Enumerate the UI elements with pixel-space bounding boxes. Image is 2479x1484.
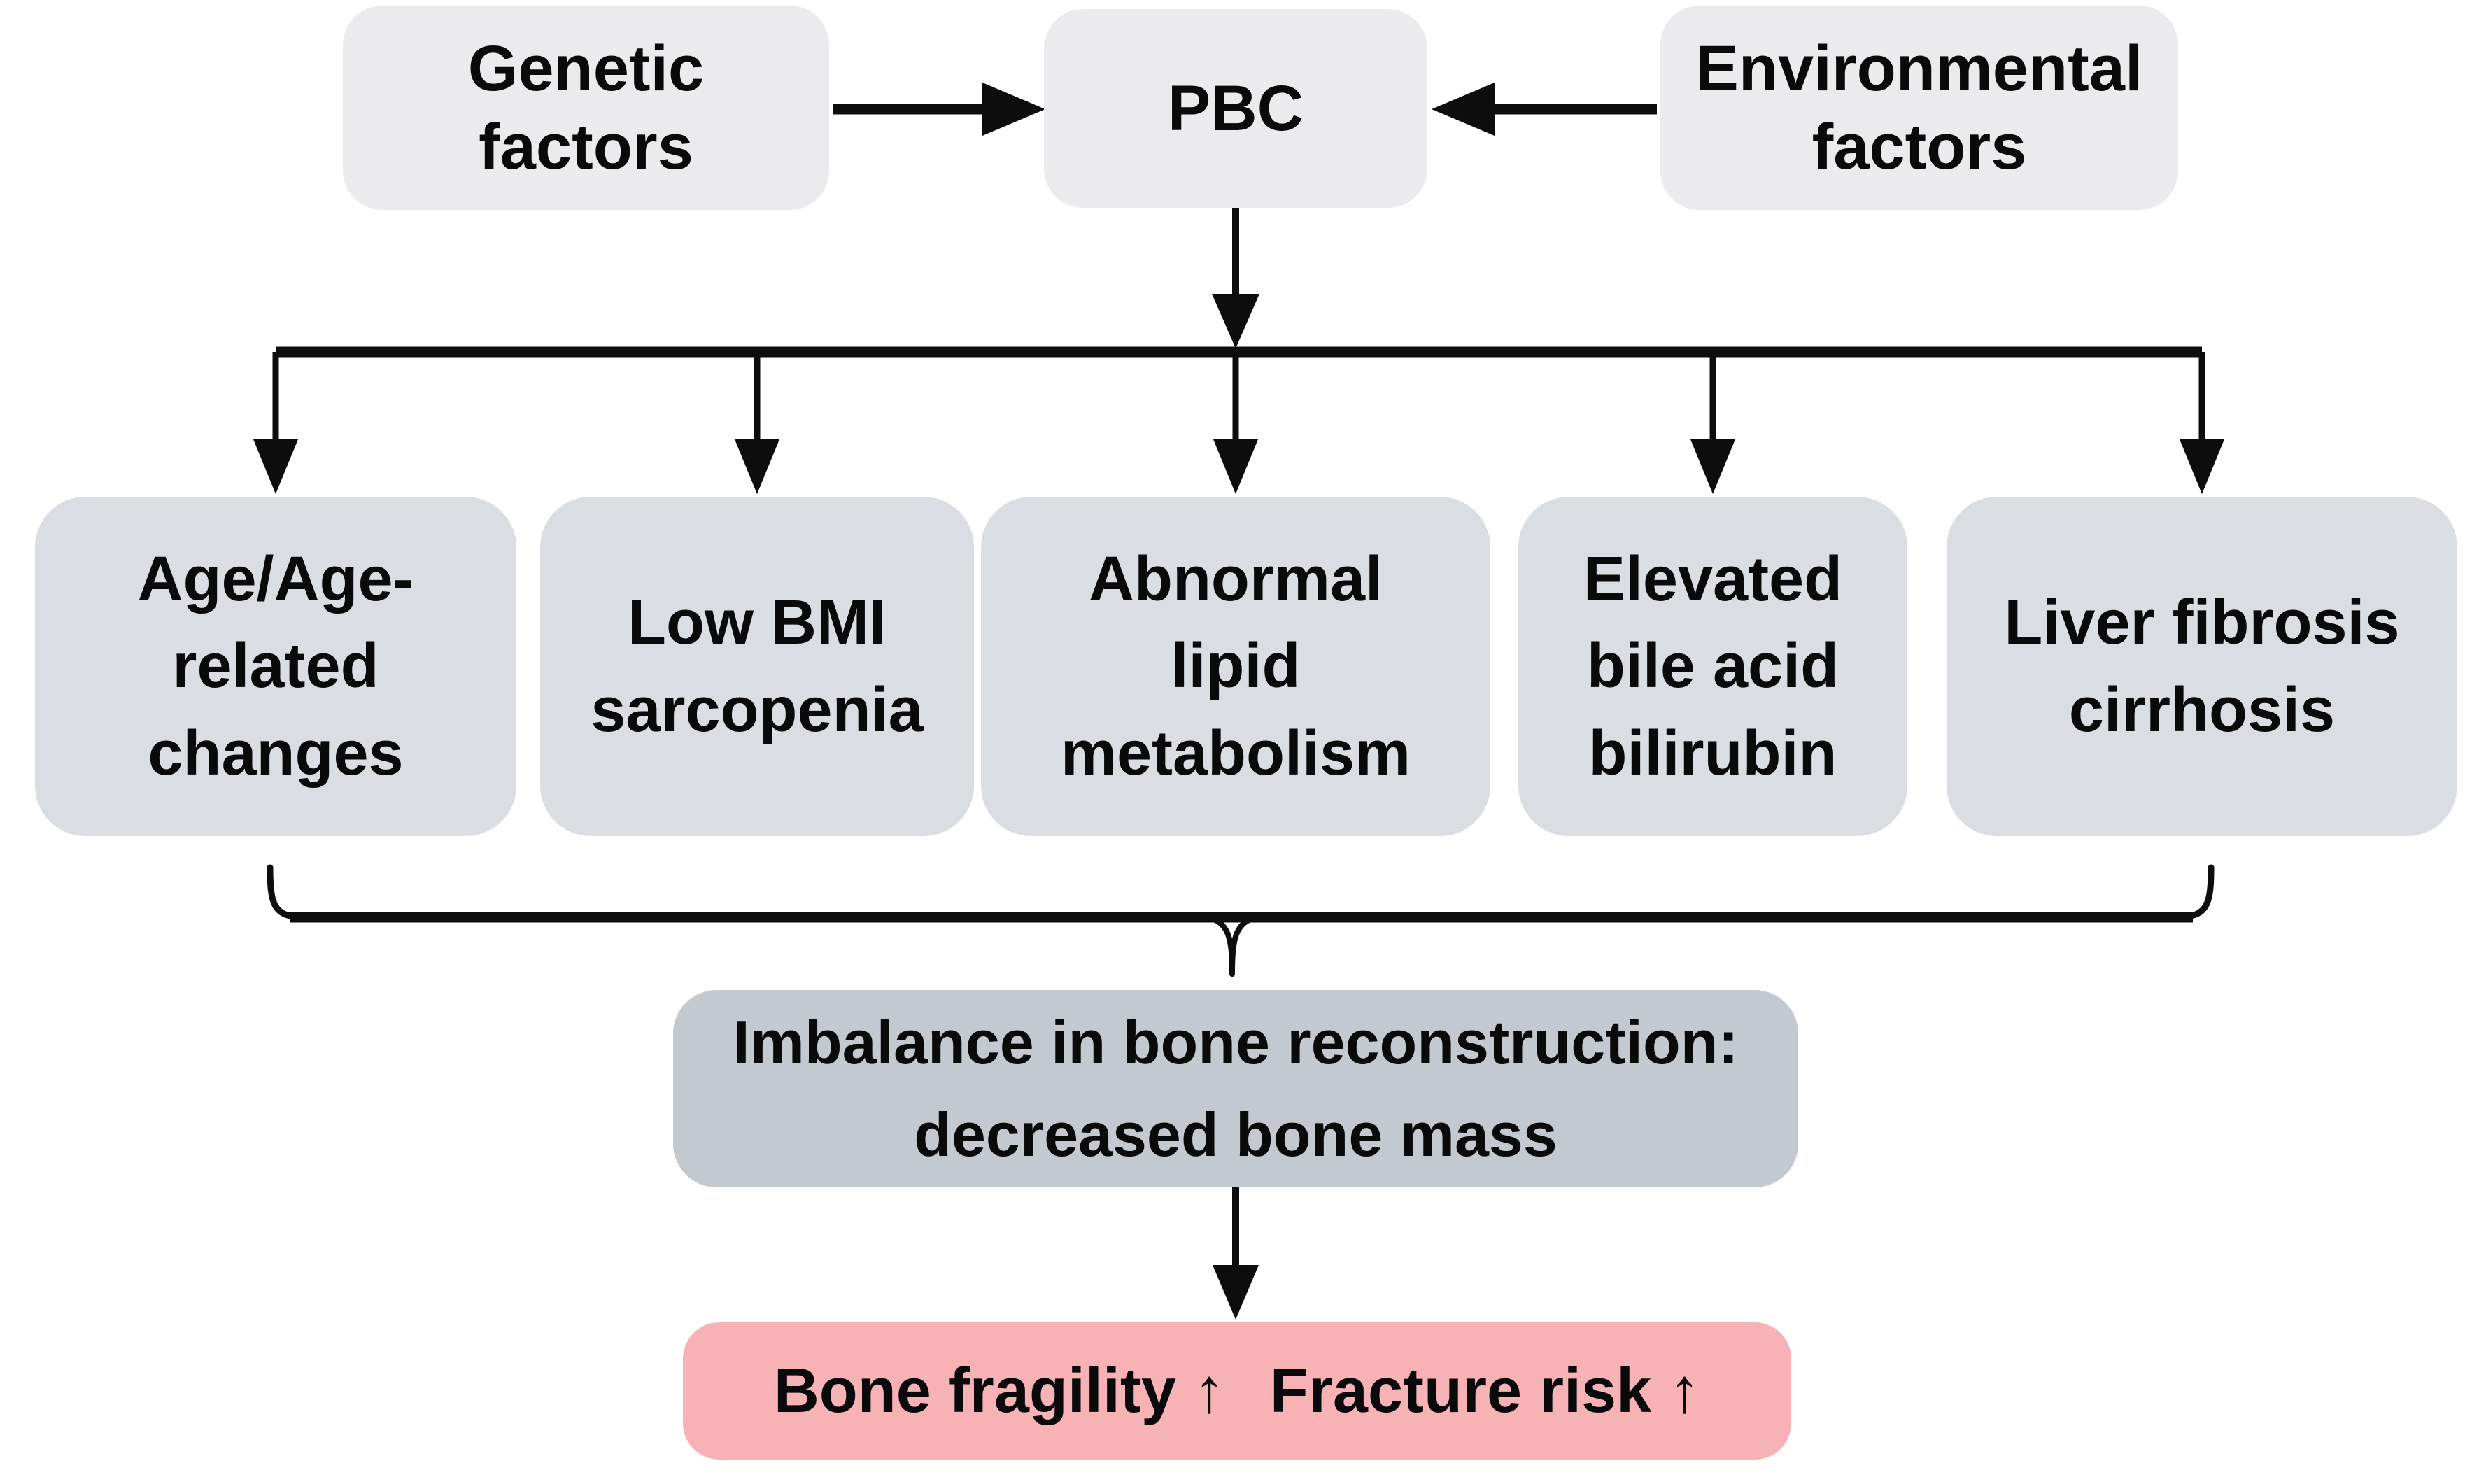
arrow-head [1690,439,1735,494]
arrow-head [1213,439,1258,494]
arrow-head [253,439,298,494]
branch-arrow-bile [1690,352,1735,494]
node-abnormal-lipid-metabolism: Abnormal lipid metabolism [981,497,1490,836]
node-pbc-label: PBC [1167,72,1304,144]
node-age-related-changes-label: Age/Age- related changes [137,544,414,789]
node-low-bmi-sarcopenia-label: Low BMI sarcopenia [591,588,924,745]
brace-center-spike [1229,914,1261,977]
arrow-head [1213,1265,1259,1320]
node-pbc: PBC [1044,9,1427,208]
arrow-imbalance-to-outcome [1213,1187,1259,1320]
node-environmental-factors: Environmental factors [1660,6,2178,210]
node-elevated-bile-acid-bilirubin-label: Elevated bile acid bilirubin [1583,544,1843,789]
branch-arrow-fibrosis [2180,352,2224,494]
arrow-head [1212,294,1259,348]
arrow-head [982,83,1045,136]
node-imbalance-bone-reconstruction: Imbalance in bone reconstruction: decrea… [673,990,1798,1187]
node-genetic-factors: Genetic factors [343,6,829,210]
arrow-head [2180,439,2224,494]
node-liver-fibrosis-cirrhosis: Liver fibrosis cirrhosis [1947,497,2457,836]
node-environmental-factors-label: Environmental factors [1695,32,2143,183]
node-low-bmi-sarcopenia: Low BMI sarcopenia [540,497,974,836]
node-elevated-bile-acid-bilirubin: Elevated bile acid bilirubin [1518,497,1907,836]
branch-arrow-age [253,352,298,494]
node-imbalance-bone-reconstruction-label: Imbalance in bone reconstruction: decrea… [733,1008,1739,1169]
node-genetic-factors-label: Genetic factors [467,32,705,183]
branch-arrow-lipid [1213,352,1258,494]
arrow-pbc-to-branches [1212,208,1259,348]
arrow-genetic-to-pbc [833,83,1045,136]
brace-center-spike [1203,914,1235,977]
node-abnormal-lipid-metabolism-label: Abnormal lipid metabolism [1060,544,1411,789]
branch-arrow-bmi [735,352,779,494]
brace-left-hook [267,864,303,921]
node-liver-fibrosis-cirrhosis-label: Liver fibrosis cirrhosis [2004,588,2400,745]
outcome-bone-fragility-label: Bone fragility ↑ [773,1355,1225,1426]
brace-to-imbalance [267,864,2215,977]
brace-right-hook [2178,864,2215,921]
node-outcome-fragility-fracture: Bone fragility ↑ Fracture risk ↑ [683,1322,1791,1460]
arrow-environmental-to-pbc [1432,83,1657,136]
node-age-related-changes: Age/Age- related changes [35,497,516,836]
arrow-head [1432,83,1495,136]
arrow-head [735,439,779,494]
outcome-fracture-risk-label: Fracture risk ↑ [1269,1355,1701,1426]
